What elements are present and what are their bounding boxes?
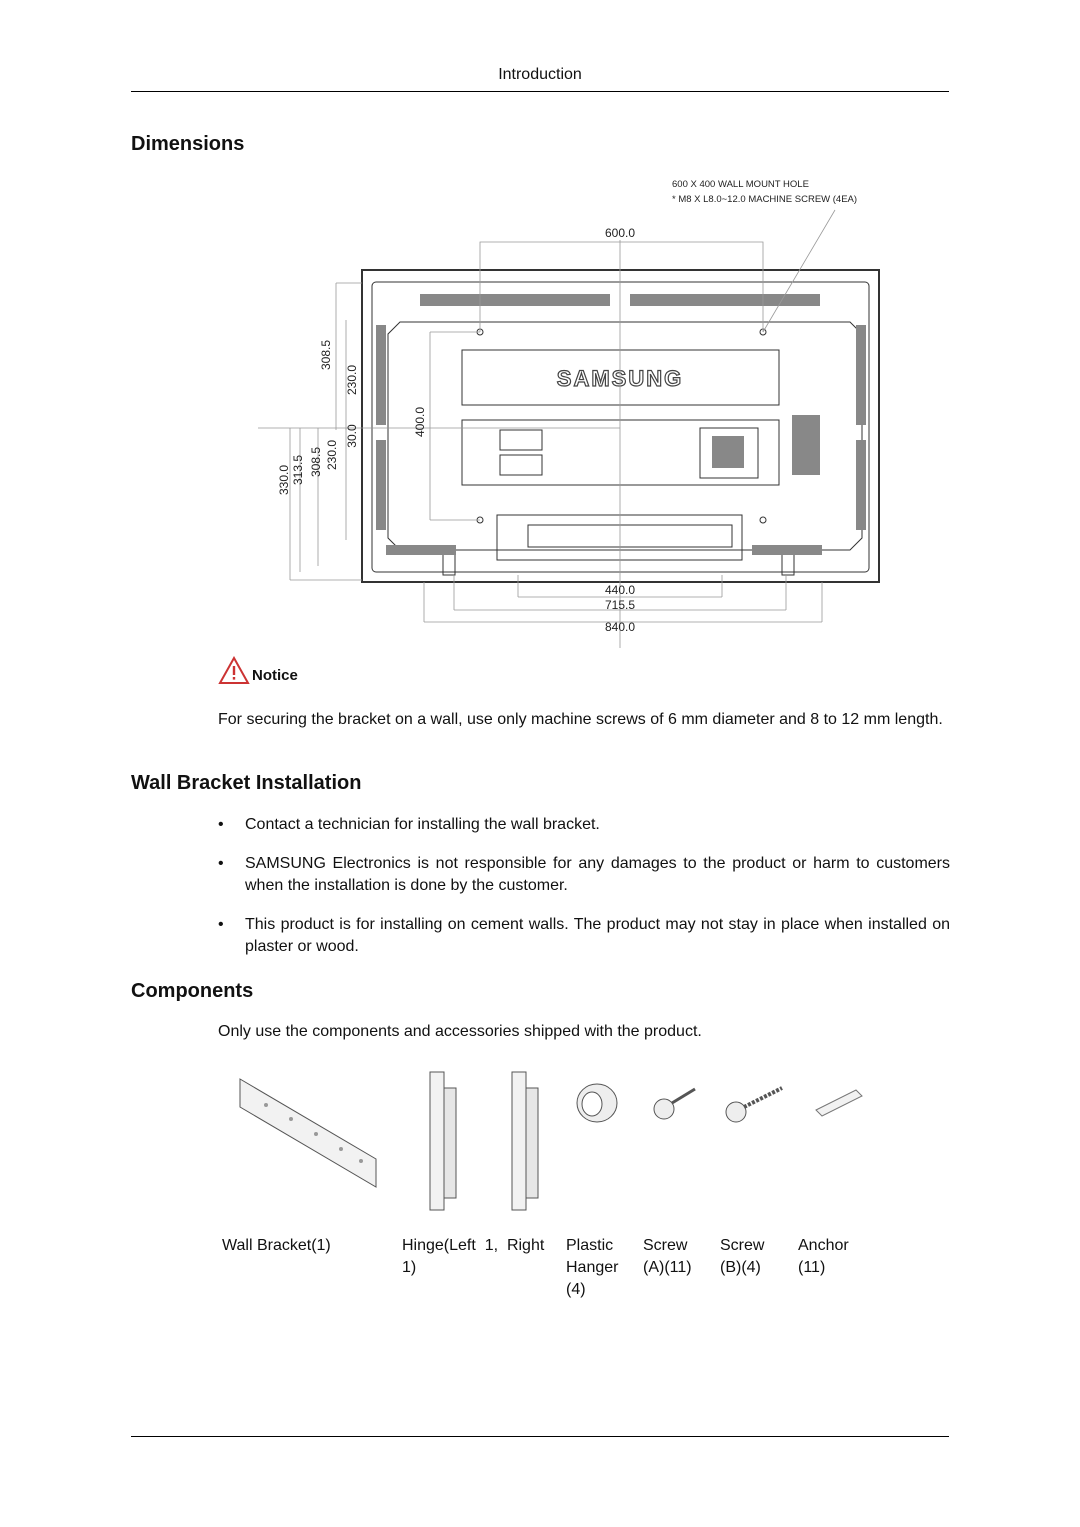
components-heading: Components	[131, 980, 254, 1002]
dimensions-diagram: SAMSUNG 600.0 440.0 715.	[258, 179, 880, 648]
notice-block: Notice	[218, 656, 298, 686]
list-item: This product is for installing on cement…	[218, 914, 950, 958]
dim-label-840: 840.0	[605, 620, 635, 634]
wall-bracket-heading: Wall Bracket Installation	[131, 772, 362, 794]
dim-label-313: 313.5	[291, 455, 305, 485]
dim-label-330: 330.0	[277, 465, 291, 495]
mount-note-line1: 600 X 400 WALL MOUNT HOLE	[672, 179, 809, 190]
dim-label-440: 440.0	[605, 583, 635, 597]
components-intro: Only use the components and accessories …	[218, 1023, 702, 1040]
logo-panel	[461, 349, 780, 406]
dim-label-230-upper: 230.0	[345, 365, 359, 395]
notice-text: For securing the bracket on a wall, use …	[218, 711, 943, 728]
dim-label-400: 400.0	[413, 407, 427, 437]
dimensions-heading: Dimensions	[131, 133, 245, 155]
page-header: Introduction	[498, 66, 582, 83]
dim-label-308-lower: 308.5	[309, 447, 323, 477]
dim-label-600: 600.0	[605, 226, 635, 240]
dim-label-230-lower: 230.0	[325, 440, 339, 470]
screw-a-image	[653, 1087, 696, 1120]
plastic-hanger-image	[576, 1083, 618, 1123]
dim-label-308-upper: 308.5	[319, 340, 333, 370]
warning-icon	[218, 656, 250, 684]
dim-label-715: 715.5	[605, 598, 635, 612]
component-caption-anchor: Anchor (11)	[798, 1237, 849, 1276]
hinge-left-image	[429, 1071, 457, 1211]
footer-rule	[131, 1436, 949, 1437]
monitor-outer-frame	[361, 269, 880, 583]
screw-b-image	[725, 1086, 783, 1123]
list-item: Contact a technician for installing the …	[218, 814, 950, 836]
mount-note-line2: * M8 X L8.0~12.0 MACHINE SCREW (4EA)	[672, 194, 857, 205]
component-caption-plastic-hanger: Plastic Hanger (4)	[566, 1237, 619, 1298]
dim-label-30: 30.0	[345, 424, 359, 448]
header-rule	[131, 91, 949, 92]
component-caption-hinge: Hinge(Left 1, Right 1)	[402, 1237, 545, 1276]
wall-bracket-list: Contact a technician for installing the …	[218, 814, 950, 975]
component-caption-screw-b: Screw (B)(4)	[720, 1237, 765, 1276]
component-caption-screw-a: Screw (A)(11)	[643, 1237, 692, 1276]
brand-logo: SAMSUNG	[557, 366, 683, 391]
vent-top-left	[420, 294, 610, 306]
component-caption-wall-bracket: Wall Bracket(1)	[222, 1237, 331, 1254]
hinge-right-image	[511, 1071, 539, 1211]
wall-bracket-image	[239, 1078, 377, 1188]
vent-top-right	[630, 294, 820, 306]
anchor-image	[815, 1089, 863, 1117]
list-item: SAMSUNG Electronics is not responsible f…	[218, 853, 950, 897]
notice-label: Notice	[252, 667, 298, 684]
